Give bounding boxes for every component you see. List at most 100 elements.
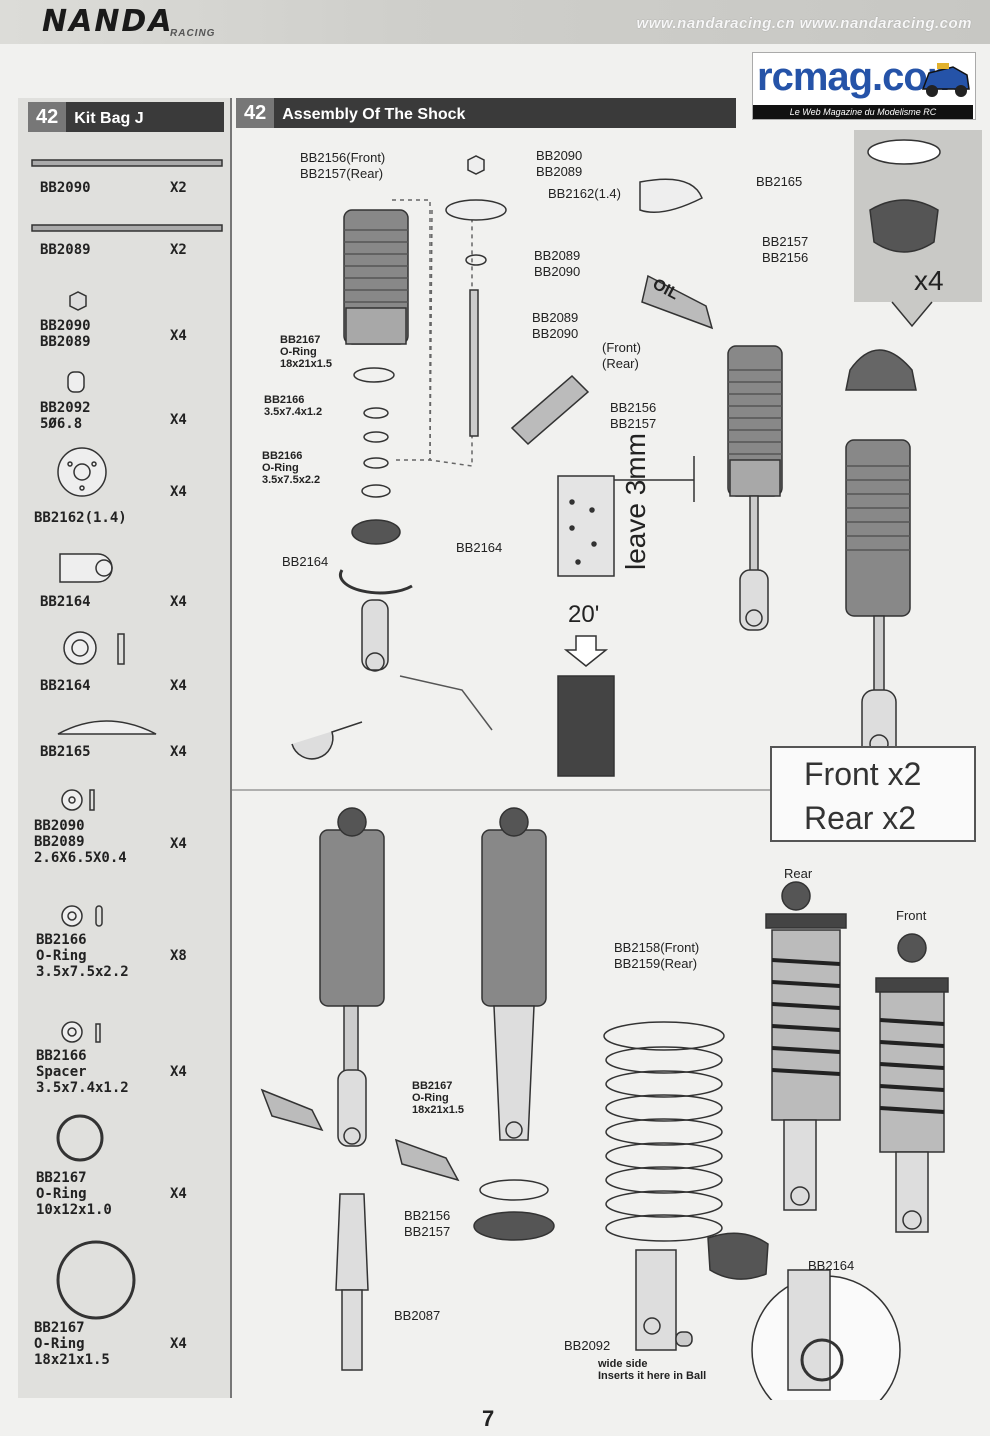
- callout-x4: x4: [914, 265, 944, 296]
- top-cap-drawing: [867, 139, 941, 165]
- spring-cup-drawing: [707, 1232, 769, 1280]
- rod-end-icon: [59, 553, 113, 583]
- assembly-title: Assembly Of The Shock: [282, 106, 466, 123]
- callout-body: BB2156(Front) BB2157(Rear): [300, 150, 386, 181]
- callout-oring-3: BB2167 O-Ring 18x21x1.5: [412, 1080, 464, 1116]
- label-front: Front: [896, 908, 927, 923]
- part-label: BB2165: [40, 744, 91, 760]
- part-qty: X4: [170, 1064, 187, 1080]
- spacer-side-icon: [95, 1023, 101, 1043]
- part-label: BB2167 O-Ring 10x12x1.0: [36, 1170, 112, 1218]
- part-qty: X4: [170, 678, 187, 694]
- label-rear: Rear: [784, 866, 813, 881]
- part-qty: X8: [170, 948, 187, 964]
- shaft-long-icon: [31, 159, 223, 167]
- leave-note: leave 3mm: [620, 433, 651, 570]
- header-urls: www.nandaracing.cn www.nandaracing.com: [636, 15, 972, 32]
- callout-front-rear: (Front) (Rear): [602, 340, 641, 371]
- callout-shaft: BB2089 BB2090: [532, 310, 579, 341]
- page-number: 7: [482, 1406, 495, 1431]
- kit-bag-header: 42 Kit Bag J: [28, 102, 224, 132]
- piston-detail: [639, 178, 703, 213]
- part-label: BB2164: [40, 594, 91, 610]
- shock-cap-drawing: [351, 519, 401, 545]
- oring-small-side-icon: [95, 905, 103, 927]
- part-qty: X4: [170, 744, 187, 760]
- part-label: BB2090: [40, 180, 91, 196]
- part-label: BB2090 BB2089: [40, 318, 91, 350]
- oil-level-box-after: [557, 675, 615, 777]
- part-label: BB2162(1.4): [34, 510, 127, 526]
- callout-oring-2: BB2166 O-Ring 3.5x7.5x2.2: [262, 450, 321, 486]
- washer-icon: [61, 789, 83, 811]
- ball-icon: [67, 371, 85, 393]
- callout-ball: BB2092: [564, 1338, 611, 1353]
- arrow-down: [563, 635, 609, 667]
- oil-bottle: [510, 374, 590, 446]
- kit-bag-number: 42: [28, 102, 67, 132]
- part-qty: X4: [170, 594, 187, 610]
- part-qty: X4: [170, 484, 187, 500]
- assembly-diagram: [232, 130, 982, 1400]
- part-label: BB2164: [40, 678, 91, 694]
- part-label: BB2089: [40, 242, 91, 258]
- bottom-shock-2: [481, 829, 547, 1007]
- part-label: BB2090 BB2089 2.6X6.5X0.4: [34, 818, 127, 866]
- brand-logo: NANDA: [42, 4, 174, 39]
- callout-collar: BB2156 BB2157: [404, 1208, 451, 1239]
- callout-spring: BB2158(Front) BB2159(Rear): [614, 940, 700, 971]
- front-shock-finished: [875, 977, 949, 993]
- callout-oring-1: BB2167 O-Ring 18x21x1.5: [280, 334, 332, 370]
- piston-icon: [57, 447, 107, 497]
- callout-piston: BB2162(1.4): [548, 186, 621, 201]
- part-qty: X2: [170, 180, 187, 196]
- kit-bag-panel: [18, 98, 232, 1398]
- oring-medium-icon: [56, 1114, 104, 1162]
- part-label: BB2166 O-Ring 3.5x7.5x2.2: [36, 932, 129, 980]
- part-qty: X4: [170, 328, 187, 344]
- piston-drawing: [445, 199, 507, 221]
- bottom-shock-1: [319, 829, 385, 1007]
- oil-level-box-before: [557, 475, 615, 577]
- part-qty: X4: [170, 412, 187, 428]
- callout-washer: BB2089 BB2090: [534, 248, 581, 279]
- rc-car-icon: [921, 63, 970, 97]
- part-label: BB2166 Spacer 3.5x7.4x1.2: [36, 1048, 129, 1096]
- callout-cap-left: BB2164: [282, 554, 329, 569]
- part-qty: X4: [170, 1336, 187, 1352]
- part-qty: X2: [170, 242, 187, 258]
- cap-icon: [57, 720, 157, 735]
- washer-drawing: [465, 254, 487, 266]
- spring-drawing: [603, 1021, 725, 1242]
- callout-body-2: BB2156 BB2157: [610, 400, 657, 431]
- nut-icon: [69, 291, 87, 311]
- quantity-note-box: Front x2 Rear x2: [770, 746, 976, 842]
- callout-cap-right: BB2164: [456, 540, 503, 555]
- washer-side-icon: [89, 789, 95, 811]
- oil-bottle-2: [641, 274, 714, 330]
- spring-cup-icon: [63, 631, 97, 665]
- spacer-icon: [61, 1021, 83, 1043]
- kit-bag-title: Kit Bag J: [74, 110, 144, 127]
- nut-drawing: [467, 155, 485, 175]
- callout-nut: BB2090 BB2089: [536, 148, 583, 179]
- part-label: BB2167 O-Ring 18x21x1.5: [34, 1320, 110, 1368]
- rear-shock-finished: [765, 913, 847, 929]
- assembly-number: 42: [236, 98, 275, 128]
- note-rear: Rear x2: [804, 800, 917, 836]
- oring-small-icon: [61, 905, 83, 927]
- note-front: Front x2: [804, 756, 922, 792]
- time-note: 20': [568, 601, 600, 628]
- collar-drawing: [473, 1211, 555, 1241]
- oring-stack: [353, 367, 395, 383]
- callout-wide-side: wide side Inserts it here in Ball: [598, 1358, 707, 1382]
- callout-rod-end: BB2087: [394, 1308, 441, 1323]
- shaft-short-icon: [31, 224, 223, 232]
- assembly-header: 42 Assembly Of The Shock: [236, 98, 736, 128]
- callout-top-body: BB2157 BB2156: [762, 234, 809, 265]
- shaft-drawing: [469, 289, 479, 437]
- oring-large-icon: [56, 1240, 136, 1320]
- callout-spring-cup: BB2164: [808, 1258, 855, 1273]
- header-band: [0, 0, 990, 44]
- spring-cup-side-icon: [117, 633, 125, 665]
